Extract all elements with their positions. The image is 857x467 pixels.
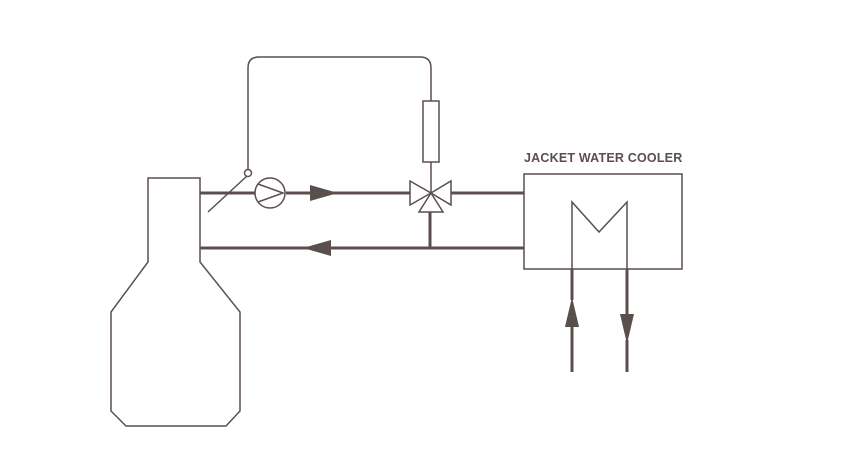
supply-flow-arrow <box>310 185 338 201</box>
return-flow-arrow <box>303 240 331 256</box>
valve-actuator-icon <box>422 100 440 163</box>
coolant-outlet <box>620 269 634 372</box>
engine-outline <box>110 177 241 427</box>
control-signal-line <box>247 56 432 170</box>
jacket-water-cooler <box>523 173 683 270</box>
outlet-arrow <box>620 314 634 344</box>
three-way-valve-icon <box>409 179 452 213</box>
heat-exchanger-coil-icon <box>571 200 628 269</box>
inlet-arrow <box>565 297 579 327</box>
coolant-inlet <box>565 269 579 372</box>
pump-icon <box>254 177 286 209</box>
temperature-sensor-icon <box>207 168 253 213</box>
cooler-label: JACKET WATER COOLER <box>524 151 682 165</box>
